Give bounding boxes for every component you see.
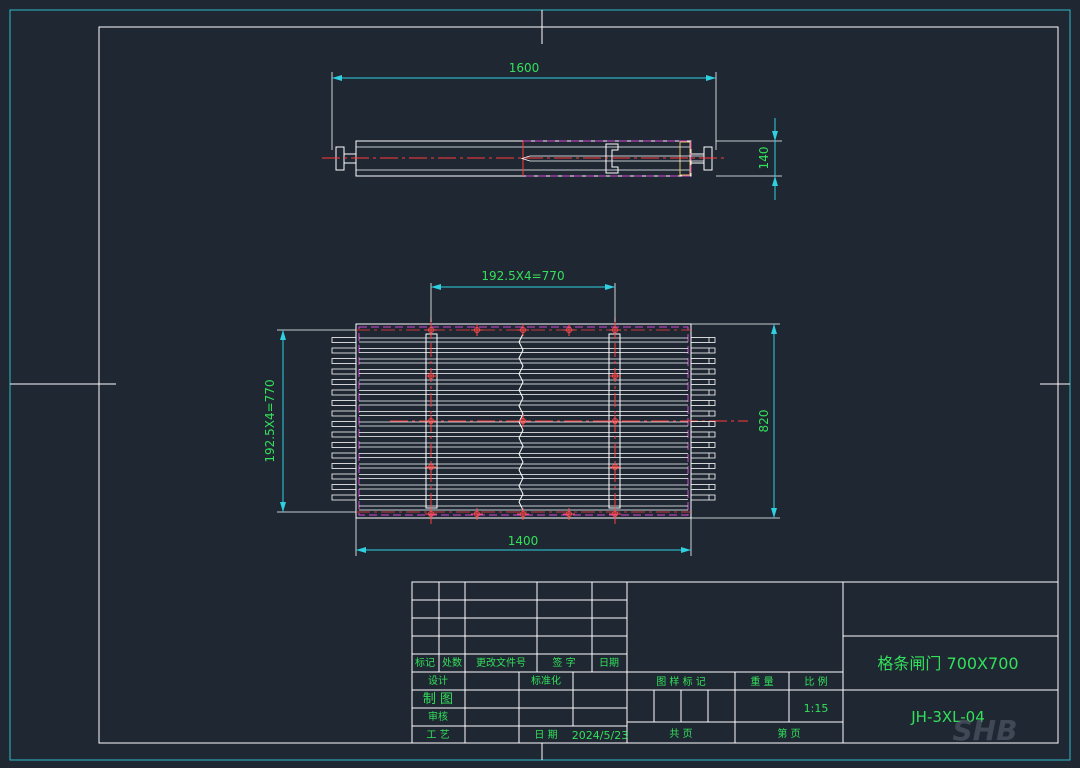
left-tab [331,431,357,438]
right-tab [690,442,716,448]
left-tab [331,379,357,385]
tb-total-sheets: 共 页 [669,728,692,740]
right-tab [690,421,716,427]
centering-marks [10,10,1070,760]
dim-top-width: 1600 [331,61,717,150]
left-tab [331,452,357,459]
watermark-text: SHB [953,714,1018,747]
plan-view [331,318,748,524]
dim-label-140: 140 [757,147,771,170]
tb-scale: 比 例 [804,675,827,688]
left-tab [331,347,357,354]
dim-label-1600: 1600 [509,61,540,75]
right-tab [690,379,716,385]
dim-label-820: 820 [757,410,771,433]
left-tab [331,484,357,490]
tb-weight: 重 量 [750,675,773,688]
right-tab [690,347,716,354]
tb-row-date-label: 日 期 [534,729,557,741]
tb-sheet-no: 第 页 [777,727,800,740]
title-block [411,581,1059,744]
left-tab [331,410,357,417]
left-tab [331,463,357,469]
tb-row-process: 工 艺 [426,729,449,741]
outer-frame [9,9,1071,761]
tb-drawing-title: 格条闸门 700X700 [877,654,1018,673]
tb-row-design: 设计 [428,674,448,687]
elevation-view [322,140,724,177]
dim-top-height: 140 [716,118,782,200]
right-tab [690,410,716,417]
left-tab [331,389,357,396]
right-tab [690,400,716,406]
left-tab [331,337,357,343]
right-tab [690,358,716,364]
tb-row-review: 审核 [428,710,448,723]
left-tab [331,358,357,364]
left-tab [331,473,357,480]
right-tab [690,452,716,459]
left-tab [331,442,357,448]
right-tab [690,473,716,480]
dim-plan-spacing-v: 192.5X4=770 [263,329,356,513]
tb-scale-value: 1:15 [804,702,829,715]
tb-drawing-no: JH-3XL-04 [910,708,985,726]
left-tab [331,368,357,375]
tb-row-date-value: 2024/5/23 [572,729,628,742]
dim-plan-width: 1400 [355,518,692,556]
tb-header-signature: 签 字 [552,656,575,669]
watermark-logo: SHB [953,714,1018,747]
dim-label-1400: 1400 [508,534,539,548]
left-tab [331,400,357,406]
left-tab [331,421,357,427]
dim-plan-height: 820 [691,323,780,519]
tb-header-date: 日期 [599,657,619,669]
tb-row-standardization: 标准化 [531,674,561,687]
right-tab [690,337,716,343]
tb-stage-mark: 图 样 标 记 [656,675,706,688]
dim-label-spacing-h: 192.5X4=770 [481,269,564,283]
right-tab [690,368,716,375]
tb-header-mark: 标记 [415,657,435,669]
dim-plan-spacing-h: 192.5X4=770 [430,269,616,322]
tb-header-change-doc: 更改文件号 [476,656,526,669]
tb-row-drawing: 制 图 [423,692,453,707]
right-tab [690,389,716,396]
right-tab [690,431,716,438]
left-tab [331,494,357,501]
dim-label-spacing-v: 192.5X4=770 [263,379,277,462]
right-tab [690,494,716,501]
right-tab [690,484,716,490]
tb-header-count: 处数 [442,656,462,669]
right-tab [690,463,716,469]
